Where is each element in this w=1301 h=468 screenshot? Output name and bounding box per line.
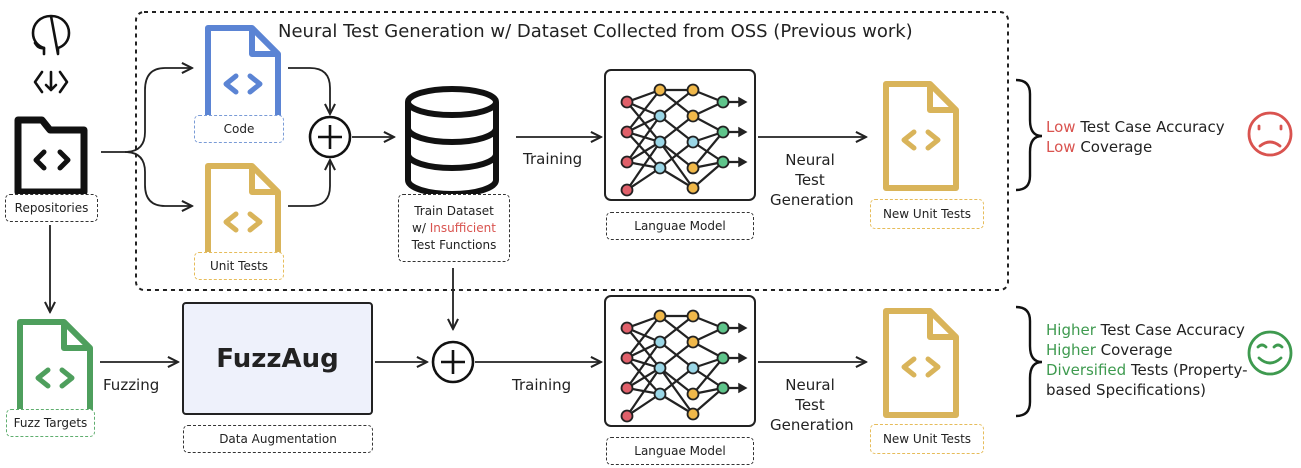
- previous-work-region: [135, 11, 1009, 291]
- fuzz-targets-label: Fuzz Targets: [6, 409, 95, 437]
- train-dataset-line3: Test Functions: [411, 237, 497, 252]
- connectors: [50, 68, 866, 362]
- language-model-label-top: Languae Model: [606, 212, 754, 240]
- result-bottom-line3: Diversified Tests (Property-: [1046, 361, 1248, 379]
- result-top-line2: Low Coverage: [1046, 138, 1153, 156]
- fuzzing-edge-label: Fuzzing: [103, 376, 160, 394]
- unit-tests-label: Unit Tests: [194, 252, 284, 280]
- new-unit-tests-icon-bottom: [886, 311, 956, 415]
- github-icon: [31, 14, 71, 56]
- result-bottom-line1: Higher Test Case Accuracy: [1046, 321, 1245, 339]
- brace-top: [1015, 78, 1043, 192]
- database-icon: [405, 86, 499, 198]
- fuzzaug-box: FuzzAug: [182, 302, 373, 415]
- neural-test-generation-label-top: Neural Test Generation: [770, 151, 854, 209]
- happy-face-icon: [1247, 330, 1293, 376]
- folder-code-icon: [14, 116, 88, 196]
- results-bottom: Higher Test Case Accuracy Higher Coverag…: [1046, 320, 1248, 400]
- neural-network-icon-bottom: [603, 294, 757, 428]
- insufficient-text: Insufficient: [429, 220, 496, 235]
- training-edge-label-top: Training: [523, 150, 583, 168]
- new-unit-tests-icon-top: [886, 84, 956, 188]
- code-label: Code: [194, 115, 284, 143]
- train-dataset-label: Train Dataset w/ Insufficient Test Funct…: [398, 194, 510, 262]
- neural-test-generation-label-bottom: Neural Test Generation: [770, 376, 854, 434]
- result-bottom-line4: based Specifications): [1046, 381, 1207, 399]
- training-edge-label-bottom: Training: [512, 376, 572, 394]
- plus-circle-icon-bottom: [431, 340, 475, 384]
- sad-face-icon: [1247, 111, 1293, 157]
- previous-work-title: Neural Test Generation w/ Dataset Collec…: [278, 21, 913, 42]
- download-code-icon: [33, 70, 69, 94]
- result-bottom-line2: Higher Coverage: [1046, 341, 1173, 359]
- train-dataset-line1: Train Dataset: [414, 203, 494, 218]
- new-unit-tests-label-bottom: New Unit Tests: [870, 424, 984, 454]
- results-top: Low Test Case Accuracy Low Coverage: [1046, 117, 1225, 157]
- language-model-label-bottom: Languae Model: [606, 437, 754, 465]
- repositories-label: Repositories: [5, 194, 98, 222]
- brace-bottom: [1015, 305, 1043, 418]
- new-unit-tests-label-top: New Unit Tests: [870, 199, 984, 229]
- data-augmentation-label: Data Augmentation: [183, 425, 373, 453]
- result-top-line1: Low Test Case Accuracy: [1046, 118, 1225, 136]
- train-dataset-line2: w/ Insufficient: [412, 220, 496, 235]
- neural-network-icon-top: [603, 68, 757, 202]
- plus-circle-icon: [308, 115, 352, 159]
